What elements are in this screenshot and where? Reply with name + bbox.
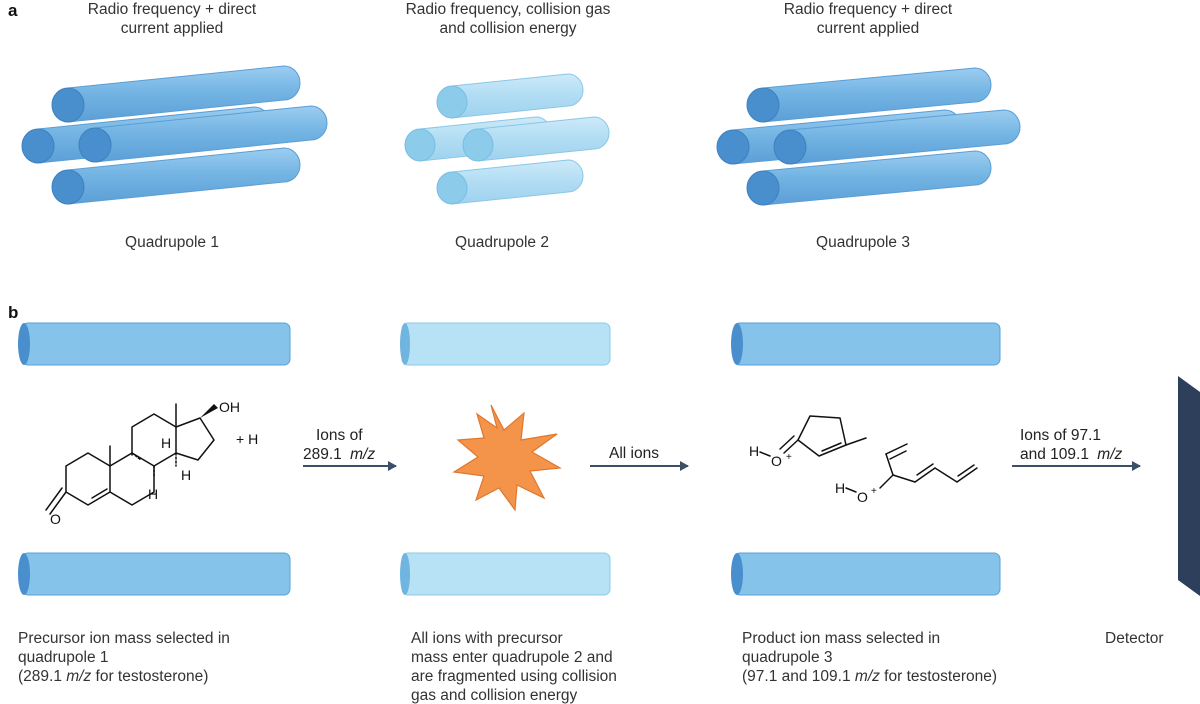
q3-label: Quadrupole 3	[816, 234, 910, 251]
precursor-h-label-2: H	[148, 486, 158, 502]
precursor-h-label-3: H	[181, 467, 191, 483]
precursor-plus-h-label: + H	[236, 431, 258, 447]
q3-caption: Product ion mass selected in quadrupole …	[742, 630, 997, 685]
q3-rod-front	[746, 150, 992, 206]
q2-rod-front	[436, 159, 584, 205]
precursor-o-label: O	[50, 511, 61, 527]
quadrupole-3-rods	[716, 67, 1021, 206]
arrow1-line1: Ions of	[316, 427, 363, 444]
product2-plus-label: +	[871, 486, 877, 497]
panel-b-letter: b	[8, 303, 18, 322]
arrow-q1-to-q2: Ions of 289.1 m/z	[303, 427, 397, 471]
arrow-q3-to-detector: Ions of 97.1 and 109.1 m/z	[1012, 427, 1141, 471]
product1-o-label: O	[771, 453, 782, 469]
q2-caption-line4: gas and collision energy	[411, 687, 578, 704]
q2-top-rod	[400, 322, 611, 366]
arrow1-unit: m/z	[350, 446, 375, 463]
q1-rod-back	[51, 65, 301, 123]
q1-rod-front	[51, 147, 301, 205]
q2-side-rods	[400, 322, 611, 596]
q1-caption-line1: Precursor ion mass selected in	[18, 630, 230, 647]
q1-caption-line2: quadrupole 1	[18, 649, 109, 666]
quadrupole-1-rods	[21, 65, 328, 205]
q3-caption-line2: quadrupole 3	[742, 649, 833, 666]
q2-caption-line3: are fragmented using collision	[411, 668, 617, 685]
arrow3-unit: m/z	[1097, 446, 1122, 463]
q2-rod-back	[436, 73, 584, 119]
q2-caption-line2: mass enter quadrupole 2 and	[411, 649, 613, 666]
product-ion-structures: H O + H O +	[749, 415, 978, 505]
precursor-oh-label: OH	[219, 399, 240, 415]
arrow3-line1: Ions of 97.1	[1020, 427, 1101, 444]
q3-top-rod	[731, 322, 1001, 366]
q1-header-line1: Radio frequency + direct	[88, 1, 257, 18]
product2-o-label: O	[857, 489, 868, 505]
testosterone-structure: OH + H O H H H	[45, 399, 258, 527]
q1-top-rod	[18, 322, 291, 366]
q2-label: Quadrupole 2	[455, 234, 549, 251]
arrow-q2-to-q3: All ions	[590, 445, 689, 471]
q3-rod-right	[773, 109, 1021, 165]
q1-side-rods	[18, 322, 291, 596]
q3-caption-line1: Product ion mass selected in	[742, 630, 940, 647]
product1-plus-label: +	[786, 452, 792, 463]
q3-header-line1: Radio frequency + direct	[784, 1, 953, 18]
q3-rod-back	[746, 67, 992, 123]
collision-burst-icon	[452, 404, 562, 512]
q3-bottom-rod	[731, 552, 1001, 596]
q1-header-line2: current applied	[121, 20, 224, 37]
q1-caption: Precursor ion mass selected in quadrupol…	[18, 630, 230, 685]
arrow2-label: All ions	[609, 445, 659, 462]
q1-label: Quadrupole 1	[125, 234, 219, 251]
q2-header-line2: and collision energy	[439, 20, 576, 37]
q2-rod-right	[462, 116, 610, 162]
arrow3-line2: and 109.1 m/z	[1020, 446, 1122, 463]
product2-h-label: H	[835, 480, 845, 496]
detector-label: Detector	[1105, 630, 1164, 647]
arrow1-line2: 289.1 m/z	[303, 446, 375, 463]
q2-caption-line1: All ions with precursor	[411, 630, 563, 647]
arrow3-line2-pre: and 109.1	[1020, 446, 1089, 463]
q1-rod-right	[78, 105, 328, 163]
quadrupole-2-rods	[404, 73, 610, 205]
q2-header-line1: Radio frequency, collision gas	[406, 1, 611, 18]
arrow1-value: 289.1	[303, 446, 342, 463]
product1-h-label: H	[749, 443, 759, 459]
q3-header-line2: current applied	[817, 20, 920, 37]
q1-bottom-rod	[18, 552, 291, 596]
detector-plate	[1178, 376, 1200, 596]
q2-bottom-rod	[400, 552, 611, 596]
panel-a-letter: a	[8, 1, 18, 20]
q1-caption-line3: (289.1 m/z for testosterone)	[18, 668, 208, 685]
q3-side-rods	[731, 322, 1001, 596]
q3-caption-line3: (97.1 and 109.1 m/z for testosterone)	[742, 668, 997, 685]
q2-caption: All ions with precursor mass enter quadr…	[411, 630, 617, 704]
precursor-h-label-1: H	[161, 435, 171, 451]
